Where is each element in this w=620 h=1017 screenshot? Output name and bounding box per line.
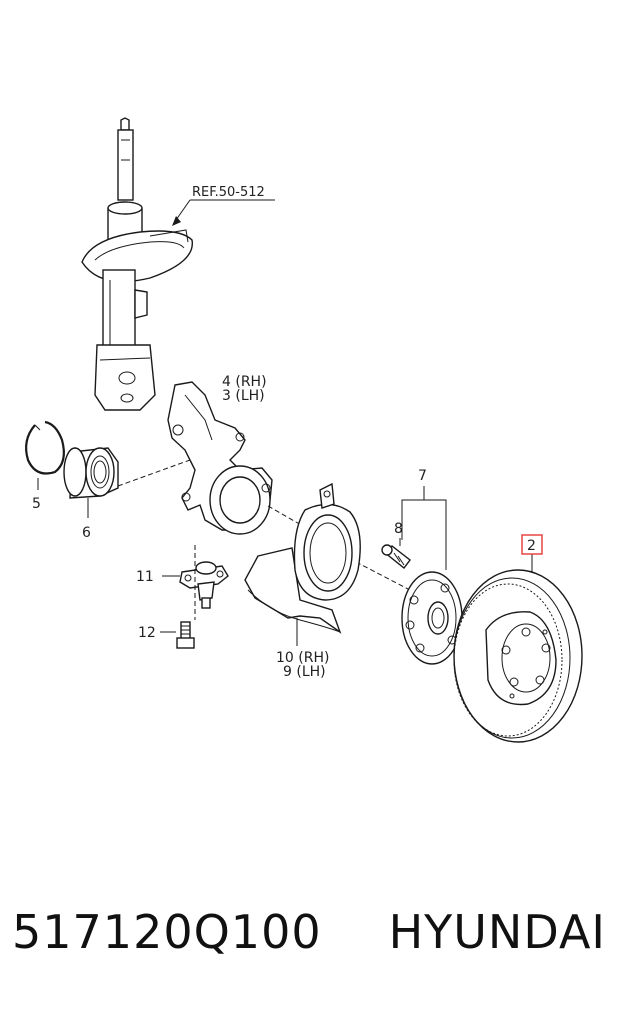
dust-cover <box>244 482 361 646</box>
brand-name: HYUNDAI <box>388 905 606 959</box>
footer: 517120Q100 HYUNDAI <box>0 905 620 975</box>
label-10-rh: 10 (RH) <box>276 650 329 666</box>
wheel-hub <box>401 571 463 665</box>
label-3-lh: 3 (LH) <box>222 388 265 404</box>
snap-ring <box>25 420 65 490</box>
ball-joint <box>179 561 229 609</box>
ref-callout: REF.50-512 <box>172 185 275 226</box>
brake-disc <box>453 569 583 743</box>
label-8: 8 <box>394 521 403 537</box>
label-6: 6 <box>82 525 91 541</box>
strut-assembly <box>81 117 193 411</box>
label-4-rh: 4 (RH) <box>222 374 267 390</box>
label-12: 12 <box>138 625 156 641</box>
label-9-lh: 9 (LH) <box>283 664 326 680</box>
wheel-bearing <box>63 447 119 518</box>
hub-bolt <box>381 544 411 569</box>
ref-label: REF.50-512 <box>192 185 265 200</box>
steering-knuckle <box>167 381 273 535</box>
part-number: 517120Q100 <box>12 905 322 959</box>
label-7: 7 <box>418 468 427 484</box>
label-2-highlighted[interactable]: 2 <box>521 534 543 555</box>
bolt-12 <box>176 621 195 649</box>
label-2: 2 <box>527 538 536 554</box>
exploded-parts-diagram: REF.50-512 4 (RH) 3 (LH) 5 6 <box>25 117 583 743</box>
label-5: 5 <box>32 496 41 512</box>
label-11: 11 <box>136 569 154 585</box>
